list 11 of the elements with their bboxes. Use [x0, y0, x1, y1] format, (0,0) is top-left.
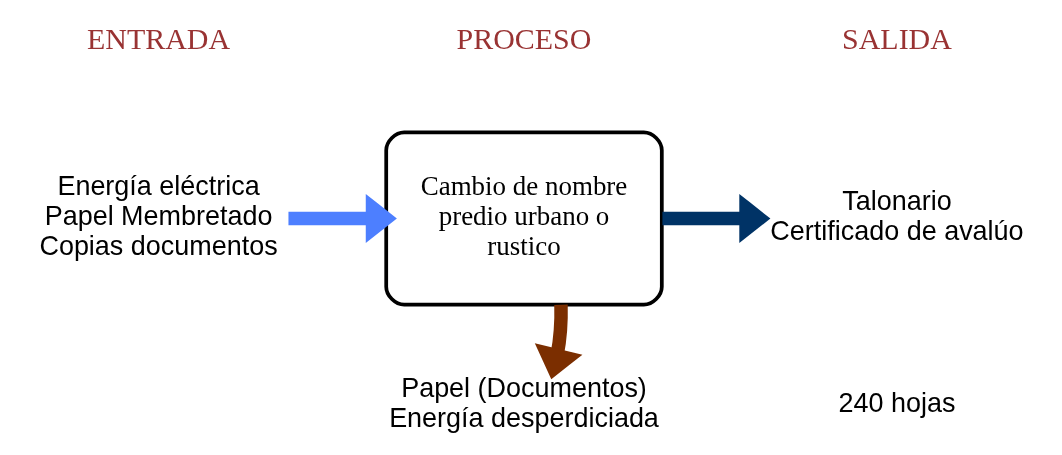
node-text: Energía eléctrica Papel Membretado Copias documentos — [38, 171, 278, 262]
label: PROCESO — [456, 21, 591, 55]
node-text: Papel (Documentos) Energía desperdiciada — [388, 372, 659, 433]
arrow — [661, 194, 770, 244]
arrow — [534, 304, 582, 380]
node-box: Cambio de nombre predio urbano o rustico — [383, 130, 664, 307]
node-text: Talonario Certificado de avalúo — [769, 186, 1024, 247]
label: 240 hojas — [838, 387, 955, 418]
arrow — [287, 194, 397, 244]
label: ENTRADA — [86, 21, 230, 55]
label: SALIDA — [841, 21, 952, 55]
